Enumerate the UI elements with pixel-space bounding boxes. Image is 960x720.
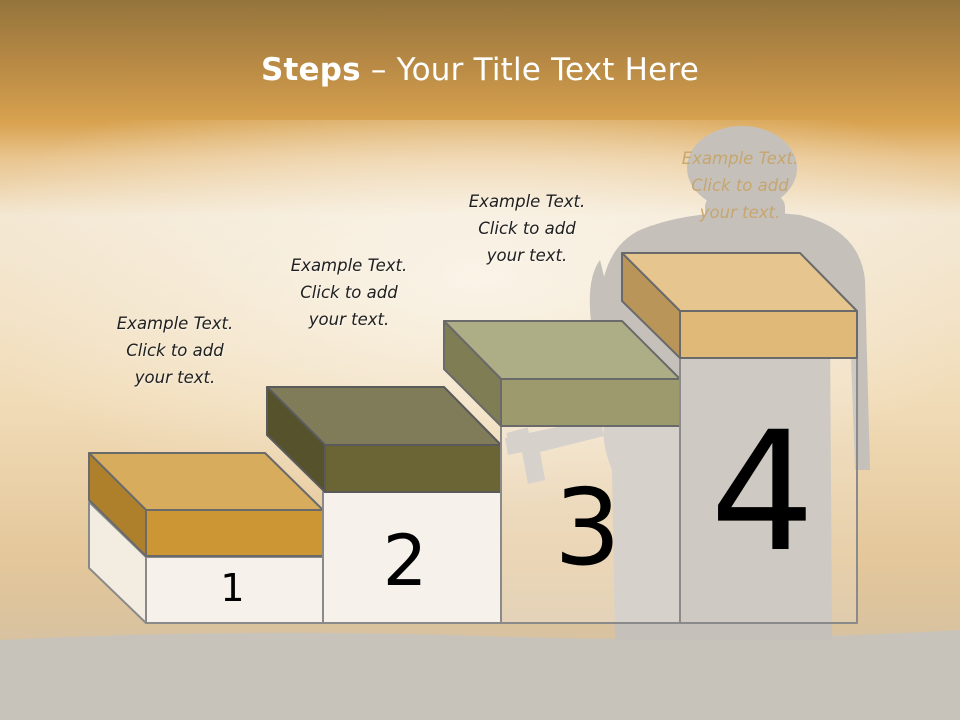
step-1-block bbox=[88, 452, 324, 624]
step-4-block bbox=[621, 252, 858, 624]
step-1-caption-line-1: Example Text. bbox=[116, 314, 234, 333]
step-2-caption[interactable]: Example Text. Click to add your text. bbox=[259, 252, 439, 333]
step-3-caption-line-1: Example Text. bbox=[468, 192, 586, 211]
step-4-number: 4 bbox=[710, 396, 815, 588]
step-4-caption-line-1: Example Text. bbox=[681, 149, 799, 168]
step-3-caption-line-3: your text. bbox=[486, 246, 568, 265]
step-2-number: 2 bbox=[382, 520, 428, 602]
step-3-caption-line-2: Click to add bbox=[478, 219, 576, 238]
step-4-caption-line-3: your text. bbox=[699, 203, 781, 222]
step-3-block bbox=[443, 320, 681, 624]
title-rest: – Your Title Text Here bbox=[360, 52, 699, 88]
step-2-block bbox=[266, 386, 502, 624]
step-3-caption[interactable]: Example Text. Click to add your text. bbox=[437, 188, 617, 269]
step-1-number: 1 bbox=[220, 566, 245, 610]
step-3-number: 3 bbox=[554, 467, 621, 589]
step-4-caption-line-2: Click to add bbox=[691, 176, 789, 195]
step-4-caption[interactable]: Example Text. Click to add your text. bbox=[650, 145, 830, 226]
step-1-caption-line-2: Click to add bbox=[126, 341, 224, 360]
step-2-caption-line-3: your text. bbox=[308, 310, 390, 329]
step-2-caption-line-1: Example Text. bbox=[290, 256, 408, 275]
step-1-caption-line-3: your text. bbox=[134, 368, 216, 387]
slide-title[interactable]: Steps – Your Title Text Here bbox=[0, 52, 960, 88]
step-2-caption-line-2: Click to add bbox=[300, 283, 398, 302]
title-bold: Steps bbox=[260, 52, 361, 88]
ground bbox=[0, 630, 960, 720]
step-1-caption[interactable]: Example Text. Click to add your text. bbox=[85, 310, 265, 391]
